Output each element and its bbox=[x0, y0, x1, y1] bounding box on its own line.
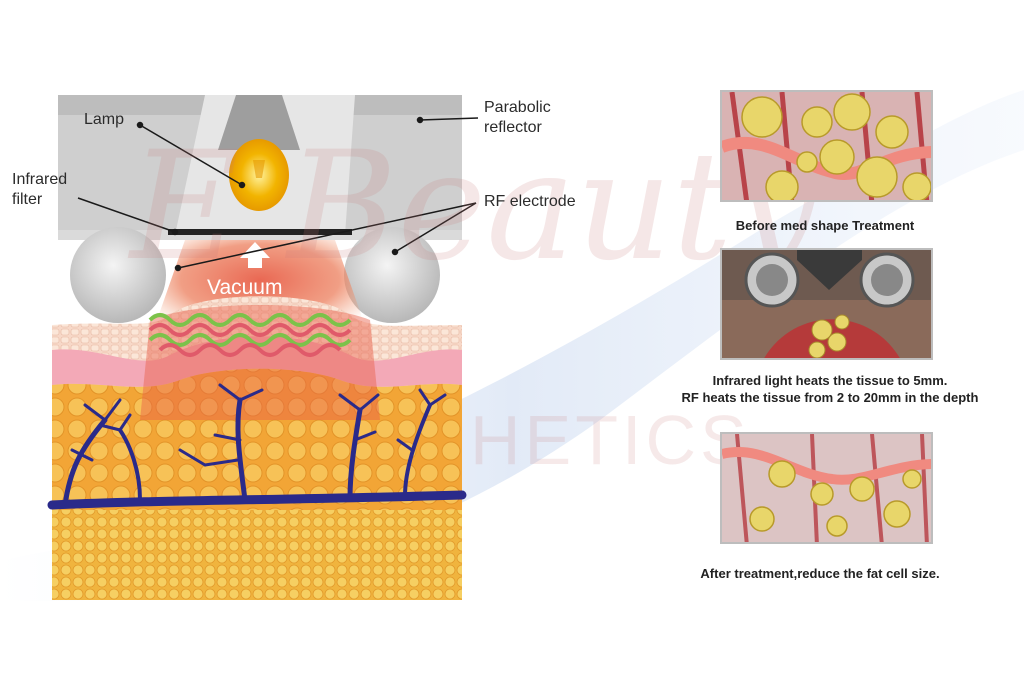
skin-cross-section bbox=[52, 296, 462, 600]
watermark-subtext: HETICS bbox=[470, 401, 751, 479]
watermark-script: E Beauty bbox=[130, 120, 818, 294]
infrared-filter-bar bbox=[168, 229, 352, 235]
vacuum-arrow-icon bbox=[240, 242, 270, 268]
after-caption: After treatment,reduce the fat cell size… bbox=[700, 566, 940, 581]
heating-caption: Infrared light heats the tissue to 5mm. … bbox=[681, 373, 979, 405]
rf-electrode-left bbox=[70, 227, 166, 323]
blood-vessels bbox=[47, 383, 467, 510]
parabolic-reflector-label: Parabolic reflector bbox=[484, 99, 551, 136]
rf-electrode-label: RF electrode bbox=[484, 193, 576, 210]
before-treatment-image bbox=[720, 90, 933, 202]
lamp-housing bbox=[218, 95, 300, 150]
heating-wave-pattern bbox=[148, 313, 352, 357]
callout-lines bbox=[77, 116, 479, 272]
infrared-filter-label: Infrared filter bbox=[12, 171, 68, 208]
rf-electrode-right bbox=[344, 227, 440, 323]
lamp-label: Lamp bbox=[84, 111, 125, 128]
vacuum-label: Vacuum bbox=[207, 276, 283, 299]
heating-process-image bbox=[720, 248, 933, 360]
before-caption: Before med shape Treatment bbox=[735, 218, 915, 233]
after-treatment-image bbox=[720, 432, 933, 544]
